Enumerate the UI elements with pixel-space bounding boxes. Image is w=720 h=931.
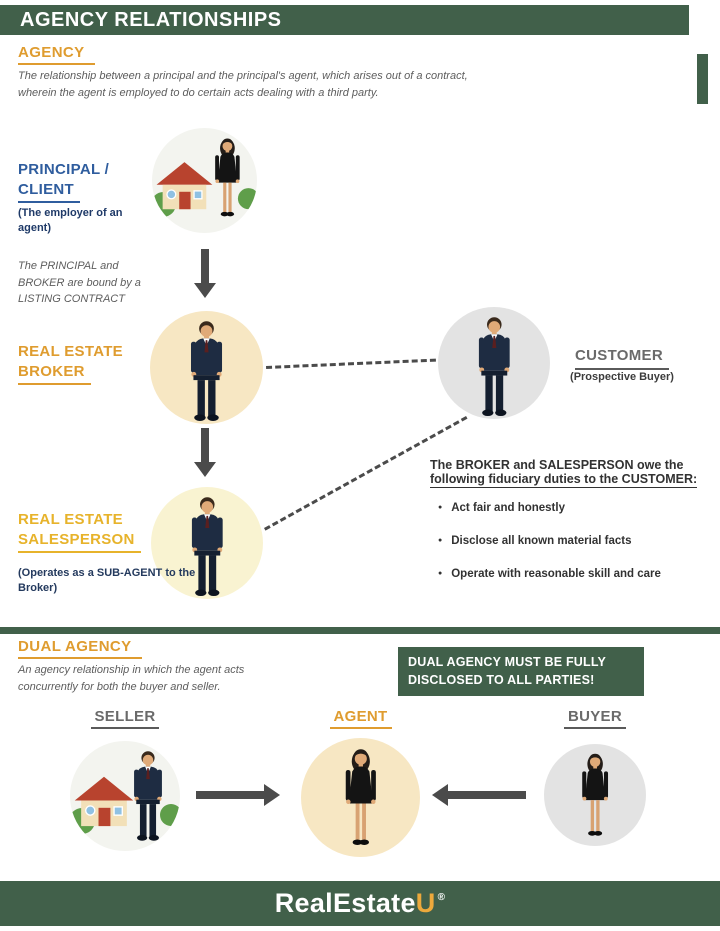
seller-label: SELLER: [70, 708, 180, 729]
arrow-buyer-to-agent: [448, 791, 526, 799]
arrow-seller-to-agent-head: [264, 784, 280, 806]
principal-label-line2: CLIENT: [18, 180, 80, 203]
arrow-seller-to-agent: [196, 791, 266, 799]
customer-label: CUSTOMER: [552, 346, 692, 370]
callout-line2: DISCLOSED TO ALL PARTIES!: [408, 672, 595, 687]
customer-man-icon: [470, 314, 519, 419]
section-divider: [0, 627, 720, 634]
broker-label-line1: REAL ESTATE: [18, 343, 123, 360]
decorative-green-strip: [697, 54, 708, 104]
callout-line1: DUAL AGENCY MUST BE FULLY: [408, 655, 607, 669]
fiduciary-duties-block: The BROKER and SALESPERSON owe the follo…: [430, 458, 718, 601]
dual-agency-description: An agency relationship in which the agen…: [18, 664, 245, 693]
duty-item: Disclose all known material facts: [438, 535, 718, 547]
broker-avatar: [150, 311, 263, 424]
header-bar: AGENCY RELATIONSHIPS: [0, 5, 689, 35]
arrow-principal-to-broker-head: [194, 283, 216, 298]
brand-u: U: [415, 888, 436, 918]
arrow-principal-to-broker: [201, 249, 209, 284]
duties-intro-line1: The BROKER and SALESPERSON owe the: [430, 458, 684, 472]
footer-bar: RealEstateU®: [0, 881, 720, 926]
salesperson-label: REAL ESTATE SALESPERSON: [18, 510, 141, 553]
listing-contract-note: The PRINCIPAL and BROKER are bound by a …: [18, 260, 141, 305]
seller-avatar: [70, 741, 180, 851]
duty-item: Operate with reasonable skill and care: [438, 568, 718, 580]
duties-list: Act fair and honestly Disclose all known…: [438, 502, 718, 580]
principal-avatar: [152, 128, 257, 233]
disclosure-callout: DUAL AGENCY MUST BE FULLY DISCLOSED TO A…: [398, 647, 644, 696]
salesperson-sublabel: (Operates as a SUB-AGENT to the Broker): [18, 567, 196, 594]
agent-woman-icon: [335, 745, 387, 857]
broker-man-icon: [182, 318, 231, 424]
house-and-man-icon: [70, 751, 180, 841]
salesperson-avatar: [151, 487, 263, 599]
house-and-woman-icon: [152, 138, 257, 217]
arrow-broker-to-salesperson-head: [194, 462, 216, 477]
duties-intro-line2: following fiduciary duties to the CUSTOM…: [430, 472, 698, 488]
broker-label-line2: BROKER: [18, 362, 91, 385]
agent-avatar: [301, 738, 420, 857]
salesperson-label-line1: REAL ESTATE: [18, 511, 123, 528]
principal-sublabel: (The employer of an agent): [18, 207, 123, 234]
buyer-label: BUYER: [544, 708, 646, 729]
broker-label: REAL ESTATE BROKER: [18, 342, 123, 385]
buyer-avatar: [544, 744, 646, 846]
brand-text: RealEstate: [274, 888, 416, 918]
buyer-woman-icon: [573, 750, 617, 846]
page-title: AGENCY RELATIONSHIPS: [20, 8, 282, 31]
dual-agency-section-title: DUAL AGENCY: [18, 638, 142, 659]
principal-label-line1: PRINCIPAL /: [18, 161, 110, 178]
agent-label: AGENT: [301, 708, 420, 729]
registered-mark: ®: [437, 892, 446, 903]
principal-label: PRINCIPAL / CLIENT: [18, 160, 109, 203]
dashed-line-broker-customer: [266, 358, 436, 369]
brand-logo: RealEstateU®: [275, 888, 446, 919]
arrow-broker-to-salesperson: [201, 428, 209, 463]
customer-avatar: [438, 307, 550, 419]
customer-sublabel: (Prospective Buyer): [570, 371, 674, 383]
agency-description: The relationship between a principal and…: [18, 70, 468, 99]
salesperson-label-line2: SALESPERSON: [18, 530, 141, 553]
agency-section-title: AGENCY: [18, 44, 95, 65]
duty-item: Act fair and honestly: [438, 502, 718, 514]
arrow-buyer-to-agent-head: [432, 784, 448, 806]
